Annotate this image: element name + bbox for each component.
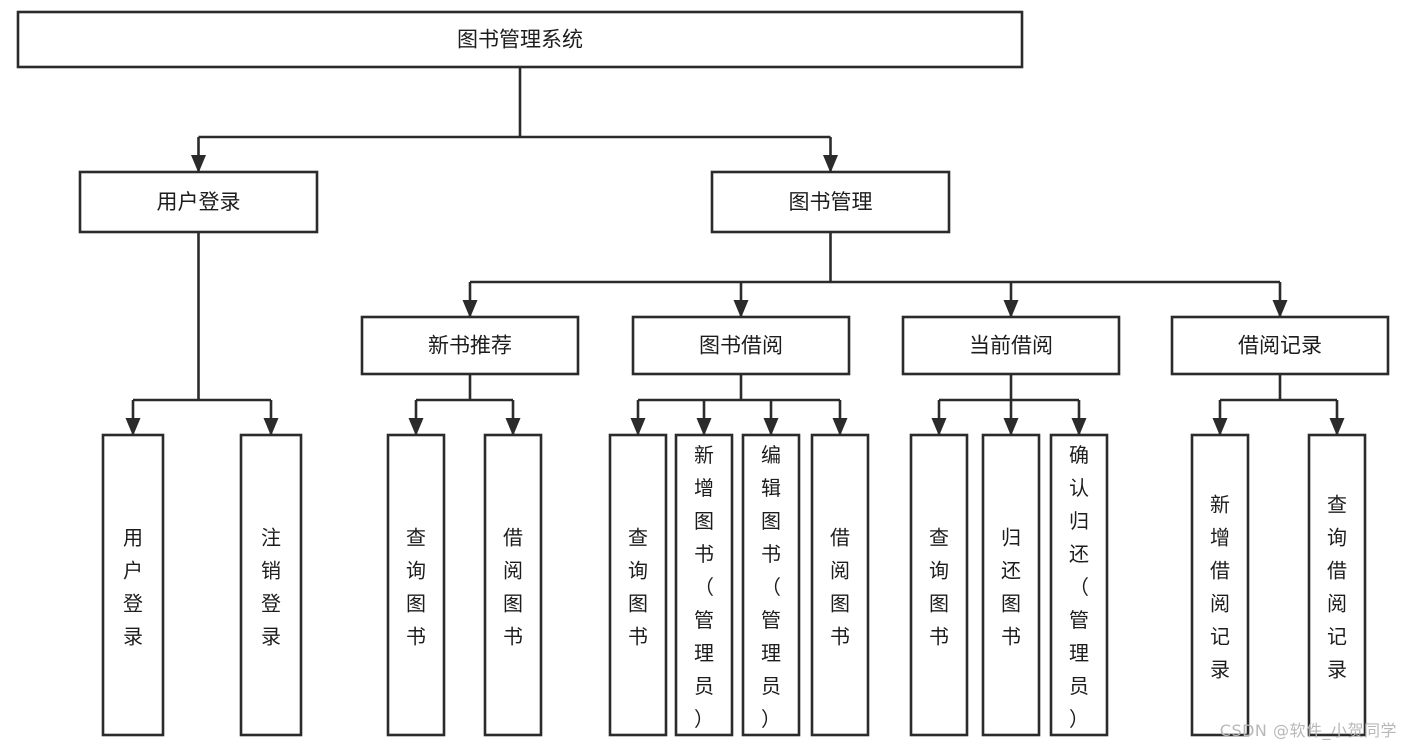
node-box-current-return-book[interactable]: [981, 433, 1041, 737]
node-book-borrow[interactable]: 图书借阅: [631, 315, 851, 376]
node-recommend-query-book[interactable]: 查询图书: [386, 433, 446, 737]
arrow-head-icon: [505, 418, 521, 436]
arrow-head-icon: [630, 418, 646, 436]
node-box-borrow-record[interactable]: [1170, 315, 1390, 376]
node-borrow-edit-book[interactable]: 编辑图书（管理员）: [741, 433, 801, 737]
node-label-new-book-recommend: 新书推荐: [428, 334, 512, 358]
node-label-borrow-query-book: 查询图书: [628, 526, 648, 649]
arrow-head-icon: [1003, 418, 1019, 436]
arrow-head-icon: [191, 155, 206, 173]
arrow-head-icon: [408, 418, 424, 436]
arrow-head-icon: [1212, 418, 1228, 436]
node-recommend-borrow-book[interactable]: 借阅图书: [483, 433, 543, 737]
node-label-recommend-borrow-book: 借阅图书: [503, 526, 523, 649]
arrow-head-icon: [125, 418, 141, 436]
node-label-current-query-book: 查询图书: [929, 526, 949, 649]
node-user-login-action[interactable]: 用户登录: [101, 433, 165, 737]
node-layer: 图书管理系统用户登录用户登录注销登录图书管理新书推荐查询图书借阅图书图书借阅查询…: [16, 10, 1390, 737]
node-label-user-login: 用户登录: [157, 190, 241, 214]
node-label-borrow-borrow-book: 借阅图书: [830, 526, 850, 649]
node-current-borrow[interactable]: 当前借阅: [901, 315, 1121, 376]
node-label-borrow-add-book: 新增图书（管理员）: [694, 443, 714, 731]
node-box-user-login-action[interactable]: [101, 433, 165, 737]
node-book-manage[interactable]: 图书管理: [710, 170, 951, 234]
node-borrow-add-book[interactable]: 新增图书（管理员）: [674, 433, 734, 737]
node-box-current-confirm-return[interactable]: [1049, 433, 1109, 737]
node-record-query[interactable]: 查询借阅记录: [1307, 433, 1367, 737]
node-label-user-logout-action: 注销登录: [261, 526, 281, 649]
node-label-record-add: 新增借阅记录: [1210, 493, 1230, 682]
node-label-current-return-book: 归还图书: [1001, 526, 1021, 649]
node-box-record-add[interactable]: [1190, 433, 1250, 737]
node-user-logout-action[interactable]: 注销登录: [239, 433, 303, 737]
node-box-root[interactable]: [16, 10, 1024, 69]
node-label-recommend-query-book: 查询图书: [406, 526, 426, 649]
arrow-head-icon: [462, 300, 478, 318]
node-box-new-book-recommend[interactable]: [360, 315, 580, 376]
node-borrow-query-book[interactable]: 查询图书: [608, 433, 668, 737]
node-label-book-borrow: 图书借阅: [699, 334, 783, 358]
node-box-current-query-book[interactable]: [909, 433, 969, 737]
node-label-root: 图书管理系统: [457, 28, 583, 52]
node-label-borrow-record: 借阅记录: [1238, 334, 1322, 358]
node-borrow-borrow-book[interactable]: 借阅图书: [810, 433, 870, 737]
node-current-query-book[interactable]: 查询图书: [909, 433, 969, 737]
arrow-head-icon: [1272, 300, 1288, 318]
node-box-borrow-edit-book[interactable]: [741, 433, 801, 737]
node-box-current-borrow[interactable]: [901, 315, 1121, 376]
arrow-head-icon: [263, 418, 279, 436]
arrow-head-icon: [1071, 418, 1087, 436]
arrow-head-icon: [1329, 418, 1345, 436]
node-borrow-record[interactable]: 借阅记录: [1170, 315, 1390, 376]
node-box-book-manage[interactable]: [710, 170, 951, 234]
arrow-head-icon: [823, 155, 838, 173]
node-root[interactable]: 图书管理系统: [16, 10, 1024, 69]
node-box-recommend-query-book[interactable]: [386, 433, 446, 737]
node-box-recommend-borrow-book[interactable]: [483, 433, 543, 737]
node-box-record-query[interactable]: [1307, 433, 1367, 737]
arrow-head-icon: [832, 418, 848, 436]
watermark-label: CSDN @软件_小贺同学: [1219, 721, 1397, 740]
node-current-confirm-return[interactable]: 确认归还（管理员）: [1049, 433, 1109, 737]
node-box-borrow-add-book[interactable]: [674, 433, 734, 737]
arrow-head-icon: [696, 418, 712, 436]
connector-layer: [125, 67, 1345, 436]
node-current-return-book[interactable]: 归还图书: [981, 433, 1041, 737]
arrow-head-icon: [763, 418, 779, 436]
arrow-head-icon: [733, 300, 749, 318]
node-label-current-borrow: 当前借阅: [969, 334, 1053, 358]
arrow-head-icon: [1003, 300, 1019, 318]
node-record-add[interactable]: 新增借阅记录: [1190, 433, 1250, 737]
node-new-book-recommend[interactable]: 新书推荐: [360, 315, 580, 376]
node-user-login[interactable]: 用户登录: [78, 170, 319, 234]
node-label-record-query: 查询借阅记录: [1327, 493, 1347, 682]
node-label-current-confirm-return: 确认归还（管理员）: [1069, 443, 1089, 731]
node-box-user-logout-action[interactable]: [239, 433, 303, 737]
node-box-borrow-borrow-book[interactable]: [810, 433, 870, 737]
node-box-borrow-query-book[interactable]: [608, 433, 668, 737]
arrow-head-icon: [931, 418, 947, 436]
node-label-book-manage: 图书管理: [789, 190, 873, 214]
node-label-borrow-edit-book: 编辑图书（管理员）: [761, 443, 781, 731]
node-box-user-login[interactable]: [78, 170, 319, 234]
node-label-user-login-action: 用户登录: [123, 526, 143, 649]
node-box-book-borrow[interactable]: [631, 315, 851, 376]
